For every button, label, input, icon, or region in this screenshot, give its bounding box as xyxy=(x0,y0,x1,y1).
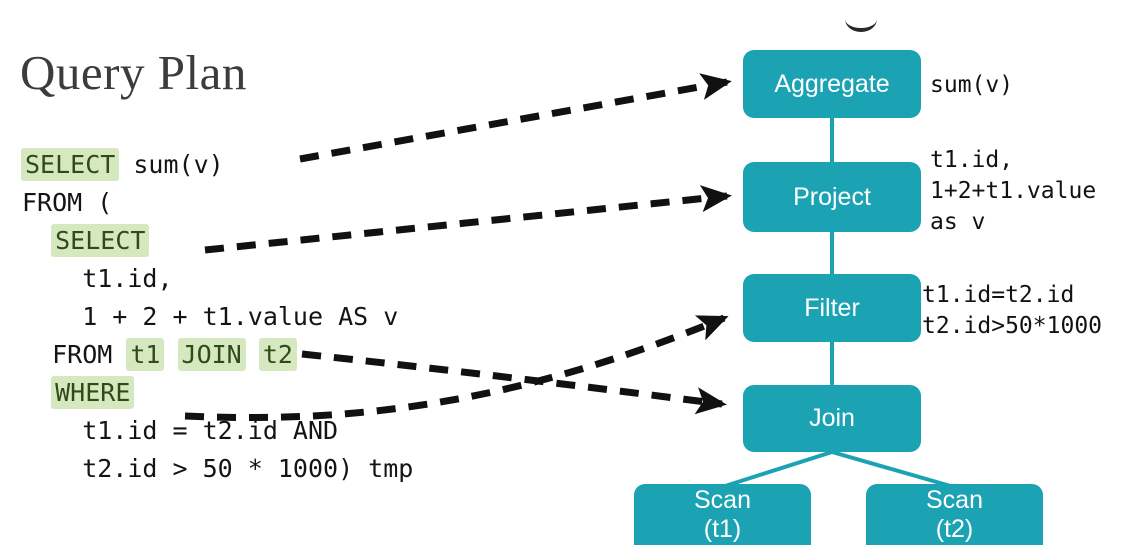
annotation-line: t1.id, xyxy=(930,147,1014,173)
plan-node-sublabel: (t1) xyxy=(703,514,742,543)
plan-node-project[interactable]: Project xyxy=(743,162,921,232)
sql-text xyxy=(163,340,178,369)
annotation-line: sum(v) xyxy=(930,72,1014,98)
plan-node-aggregate[interactable]: Aggregate xyxy=(743,50,921,118)
sql-keyword-highlight: SELECT xyxy=(21,148,120,181)
sql-text: 1 + 2 + t1.value AS v xyxy=(22,302,399,331)
sql-text: FROM ( xyxy=(22,188,113,217)
plan-node-label: Filter xyxy=(804,293,860,322)
sql-line: SELECT xyxy=(22,222,413,260)
sql-text: t2.id > 50 * 1000) tmp xyxy=(22,454,414,483)
plan-node-filter[interactable]: Filter xyxy=(743,274,921,342)
sql-text xyxy=(22,378,52,407)
sql-keyword-highlight: t1 xyxy=(126,338,165,371)
sql-text xyxy=(22,226,52,255)
sql-text: t1.id, xyxy=(22,264,173,293)
plan-node-label: Scan xyxy=(926,485,983,514)
sql-text: FROM xyxy=(22,340,128,369)
page-title: Query Plan xyxy=(20,45,247,100)
sql-line: SELECT sum(v) xyxy=(21,146,413,184)
plan-node-sublabel: (t2) xyxy=(935,514,974,543)
sql-keyword-highlight: JOIN xyxy=(177,338,246,371)
plan-node-scan-t1[interactable]: Scan (t1) xyxy=(634,484,811,545)
sql-line: 1 + 2 + t1.value AS v xyxy=(22,298,413,336)
plan-node-label: Join xyxy=(809,404,855,433)
plan-node-join[interactable]: Join xyxy=(743,385,921,452)
annotation-aggregate: sum(v) xyxy=(930,70,1013,101)
plan-node-label: Project xyxy=(793,182,871,211)
sql-text: t1.id = t2.id AND xyxy=(22,416,339,445)
sql-query-block: SELECT sum(v)FROM ( SELECT t1.id, 1 + 2 … xyxy=(21,146,413,488)
sql-line: FROM ( xyxy=(22,184,413,222)
sql-keyword-highlight: WHERE xyxy=(51,376,135,409)
sql-line: WHERE xyxy=(22,374,413,412)
annotation-line: 1+2+t1.value xyxy=(930,178,1097,204)
plan-node-scan-t2[interactable]: Scan (t2) xyxy=(866,484,1043,545)
sql-keyword-highlight: t2 xyxy=(258,338,297,371)
plan-node-label: Aggregate xyxy=(774,69,890,98)
sql-keyword-highlight: SELECT xyxy=(51,224,150,257)
plan-node-label: Scan xyxy=(694,485,751,514)
annotation-line: t1.id=t2.id xyxy=(922,282,1075,308)
sql-line: t1.id, xyxy=(22,260,413,298)
sql-line: FROM t1 JOIN t2 xyxy=(22,336,413,374)
sql-text: sum(v) xyxy=(118,150,224,179)
annotation-line: as v xyxy=(930,209,986,235)
annotation-project: t1.id, 1+2+t1.value as v xyxy=(930,145,1096,238)
annotation-filter: t1.id=t2.id t2.id>50*1000 xyxy=(922,280,1102,342)
annotation-line: t2.id>50*1000 xyxy=(922,313,1103,339)
sql-line: t1.id = t2.id AND xyxy=(22,412,413,450)
cropped-glyph-remnant xyxy=(845,6,877,32)
sql-line: t2.id > 50 * 1000) tmp xyxy=(22,450,413,488)
sql-text xyxy=(245,340,260,369)
